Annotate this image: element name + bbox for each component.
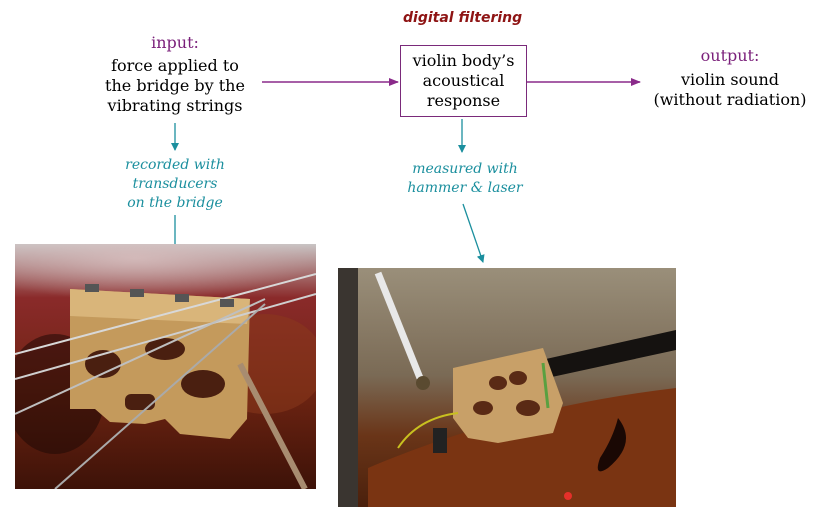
left-photo [15, 244, 316, 489]
arrow-note-to-right-photo [462, 203, 485, 263]
output-line: (without radiation) [653, 90, 807, 109]
filter-line: violin body’s [412, 51, 515, 70]
filter-line: response [426, 91, 501, 110]
input-line: the bridge by the [105, 76, 245, 95]
output-description: violin sound (without radiation) [645, 70, 815, 110]
diagram-title: digital filtering [403, 10, 523, 26]
filter-box: violin body’s acoustical response [400, 45, 527, 117]
violin-bridge-transducers-image [15, 244, 316, 489]
output-line: violin sound [680, 70, 780, 89]
filter-note-line: measured with [412, 161, 518, 177]
input-note-line: transducers [132, 176, 218, 192]
input-line: force applied to [111, 56, 239, 75]
input-note: recorded with transducers on the bridge [100, 156, 250, 213]
input-line: vibrating strings [107, 96, 243, 115]
input-heading: input: [151, 33, 199, 52]
input-note-line: on the bridge [127, 195, 223, 211]
input-note-line: recorded with [125, 157, 225, 173]
filter-note-line: hammer & laser [407, 180, 523, 196]
input-description: force applied to the bridge by the vibra… [100, 56, 250, 116]
violin-bridge-hammer-laser-image [338, 268, 676, 507]
right-photo [338, 268, 676, 507]
filter-note: measured with hammer & laser [385, 160, 545, 198]
filter-line: acoustical [422, 71, 505, 90]
output-heading: output: [700, 46, 760, 65]
